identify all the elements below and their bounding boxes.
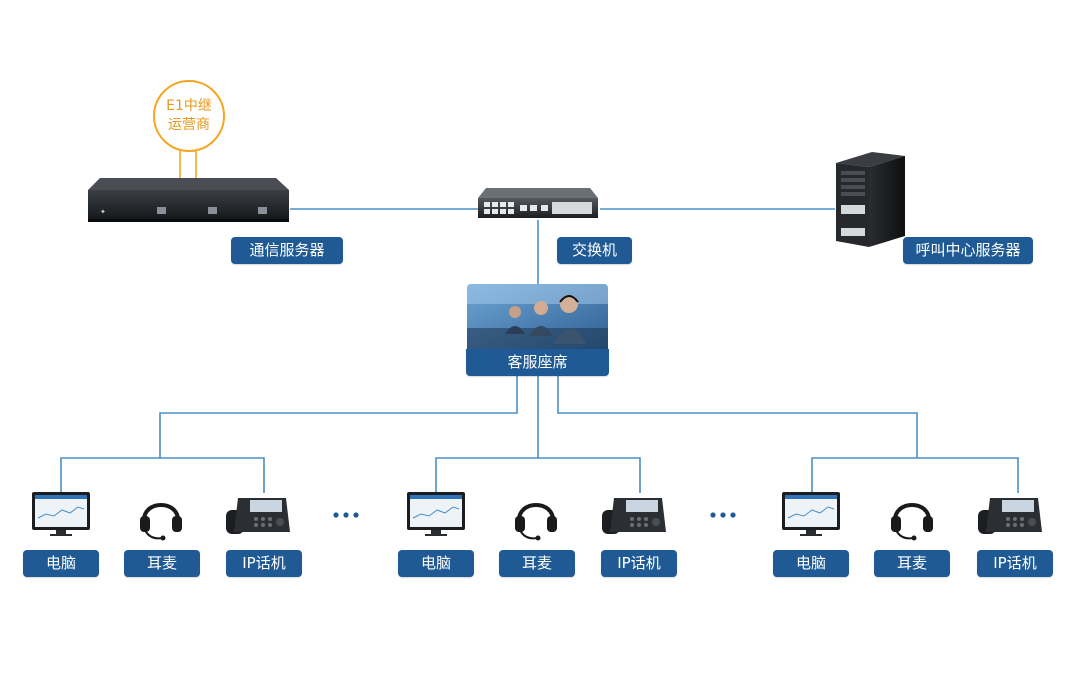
group-3-icons [782,492,1042,541]
ip-phone-icon [978,498,1042,534]
group-1-pc-label: 电脑 [23,550,99,577]
tower-server-icon [836,152,905,247]
headset-icon [140,503,182,541]
monitor-icon [407,492,465,536]
svg-text:✦: ✦ [100,208,106,216]
ellipsis-icon [333,512,359,518]
group-3-pc-label: 电脑 [773,550,849,577]
group-1-icons [32,492,290,541]
group-2-headset-label: 耳麦 [499,550,575,577]
headset-icon [515,503,557,541]
trunk-lines [179,150,197,178]
group-2-phone-label: IP话机 [601,550,677,577]
headset-icon [891,503,933,541]
gateway-device-icon: ✦ [88,178,289,222]
group-3-headset-label: 耳麦 [874,550,950,577]
trunk-line2: 运营商 [168,117,210,133]
agents-photo [467,284,608,350]
switch-label: 交换机 [557,237,632,264]
trunk-carrier-circle: E1中继 运营商 [153,80,225,152]
ip-phone-icon [602,498,666,534]
connection-lines [60,208,1019,493]
ip-phone-icon [226,498,290,534]
group-1-headset-label: 耳麦 [124,550,200,577]
comm-server-label: 通信服务器 [231,237,343,264]
monitor-icon [782,492,840,536]
group-3-phone-label: IP话机 [977,550,1053,577]
group-2-icons [407,492,666,541]
group-1-phone-label: IP话机 [226,550,302,577]
agent-seat-label: 客服座席 [466,349,609,376]
monitor-icon [32,492,90,536]
ellipsis-icon [710,512,736,518]
group-2-pc-label: 电脑 [398,550,474,577]
callcenter-server-label: 呼叫中心服务器 [903,237,1033,264]
trunk-line1: E1中继 [166,98,212,114]
network-switch-icon [478,188,598,218]
